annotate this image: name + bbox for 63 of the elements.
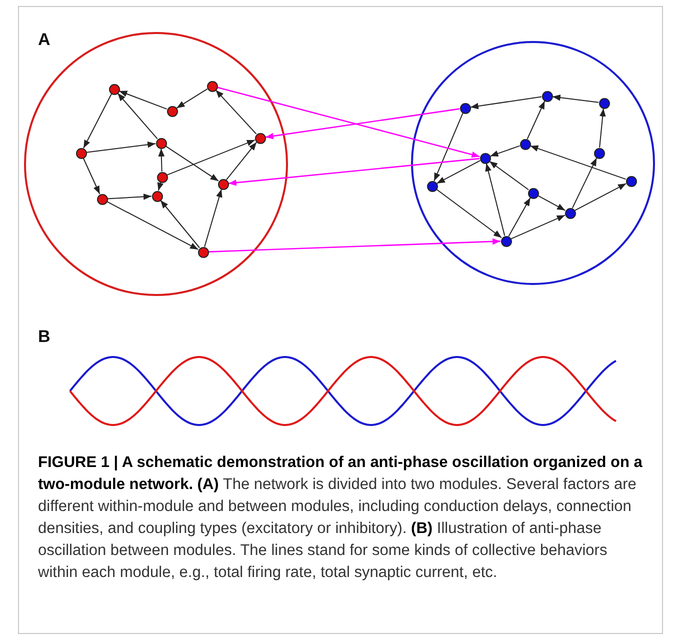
neuron-node — [76, 148, 86, 158]
arrow — [217, 86, 480, 158]
arrow — [204, 188, 222, 248]
arrow — [552, 94, 600, 103]
neuron-node — [626, 176, 636, 186]
neuron-node — [564, 208, 576, 218]
neuron-node — [206, 80, 218, 92]
neuron-node — [254, 132, 266, 144]
arrow — [208, 238, 501, 252]
arrow — [436, 188, 502, 238]
arrow — [106, 201, 199, 250]
arrow — [215, 90, 257, 134]
neuron-node — [542, 90, 552, 102]
arrow — [176, 88, 208, 109]
arrow — [470, 96, 542, 110]
arrow — [86, 142, 156, 153]
arrow — [488, 160, 530, 190]
module-circle — [24, 32, 288, 296]
neuron-node — [594, 148, 604, 158]
arrow — [572, 157, 598, 209]
arrow — [510, 214, 566, 240]
figure-caption: FIGURE 1 | A schematic demonstration of an anti-phase oscillation organized on a two-module network. (A) The network is divided into two modules. Several factors are different within-module and between modules, including conduction delays, connection densities, and coupling types (excitatory or inhibitory). (B) Illustration of anti-phase oscillation between modules. The lines stand for some kinds of collective behaviors within each module, e.g., total firing rate, total synaptic current, etc. — [38, 453, 644, 583]
neuron-node — [520, 138, 530, 150]
neuron-node — [528, 188, 538, 198]
arrow — [434, 112, 464, 182]
arrow — [265, 108, 460, 140]
arrow — [537, 195, 566, 211]
arrow — [599, 108, 606, 148]
neuron-node — [460, 102, 470, 114]
neuron-node — [480, 152, 490, 164]
neuron-node — [198, 246, 208, 258]
arrow — [508, 197, 531, 237]
arrow — [157, 182, 164, 192]
arrow — [228, 158, 480, 186]
module-circle — [411, 41, 655, 285]
arrow — [436, 160, 481, 184]
arrow — [82, 158, 100, 194]
arrow — [83, 93, 112, 149]
arrow — [574, 183, 627, 211]
arrow — [107, 194, 152, 200]
panel-label: B — [38, 327, 50, 347]
arrow — [490, 145, 520, 157]
neuron-node — [598, 98, 610, 108]
arrow — [485, 162, 506, 236]
neuron-node — [426, 180, 438, 192]
neuron-node — [156, 138, 166, 148]
arrow — [160, 200, 200, 248]
panel-label: A — [38, 30, 50, 50]
neuron-node — [500, 236, 512, 246]
neuron-node — [108, 84, 120, 94]
neuron-node — [156, 172, 168, 182]
arrow — [530, 145, 626, 180]
neuron-node — [218, 178, 228, 190]
arrow — [165, 146, 219, 182]
arrow — [118, 90, 168, 110]
neuron-node — [152, 190, 162, 202]
neuron-node — [166, 106, 178, 116]
arrow — [158, 148, 165, 172]
arrow — [166, 140, 256, 176]
arrow — [526, 100, 546, 140]
neuron-node — [96, 194, 108, 204]
arrow — [226, 142, 258, 180]
arrow — [117, 92, 158, 140]
